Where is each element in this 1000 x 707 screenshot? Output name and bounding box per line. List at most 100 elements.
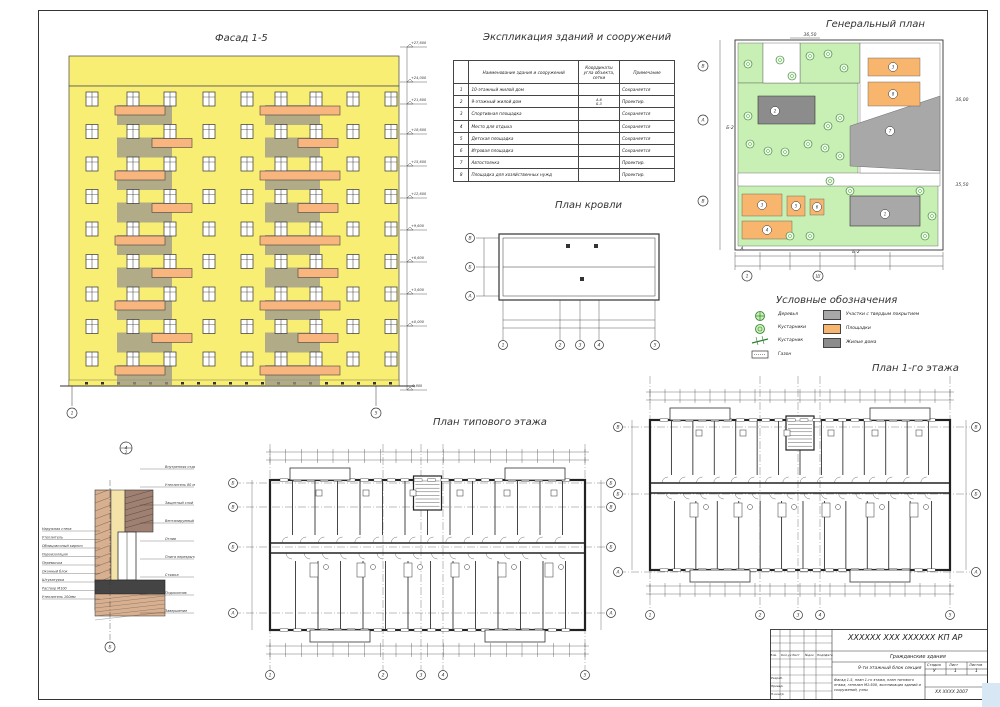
callout-right: Плита перекрытия	[165, 555, 195, 559]
door-swing	[445, 536, 452, 544]
tree-icon	[745, 139, 755, 149]
door-swing	[522, 552, 529, 560]
door-swing	[782, 476, 789, 484]
row-coord: А-6 Б-3	[577, 95, 621, 109]
balcony	[689, 569, 751, 583]
door-swing	[821, 492, 828, 500]
door-swing	[696, 476, 703, 484]
balcony	[869, 407, 931, 421]
door-swing	[427, 536, 434, 544]
bathtub	[821, 502, 831, 518]
axis-label: А	[700, 118, 704, 124]
tree-icon	[839, 63, 849, 73]
stamp-sheet-content: Фасад 1-5, план 1-го этажа, план типовог…	[834, 678, 921, 692]
balcony	[259, 365, 341, 376]
axis-bubble	[815, 610, 825, 620]
toilet	[558, 564, 564, 570]
tree-icon	[823, 49, 833, 59]
door-swing	[449, 552, 456, 560]
axis-bubble	[697, 114, 709, 126]
callout-right: Отлив	[165, 537, 176, 541]
door-swing	[665, 492, 673, 500]
tree-core	[766, 149, 770, 153]
row-coord	[577, 143, 621, 158]
elevation-mark: 36,00	[956, 97, 969, 103]
axis-label: 4	[598, 343, 601, 349]
door-swing	[540, 552, 547, 560]
stove	[362, 489, 370, 497]
typical-floor-plan-title: План типового этажа	[433, 417, 547, 428]
window	[761, 418, 771, 422]
door-swing	[504, 552, 511, 560]
tree-core	[838, 116, 842, 120]
balcony	[259, 170, 341, 181]
balcony	[151, 333, 193, 343]
axis-label: 5	[584, 673, 587, 679]
axis-bubble	[971, 422, 981, 432]
window	[293, 628, 302, 632]
window	[427, 628, 436, 632]
axis-label: 2	[559, 343, 562, 349]
axis-bubble	[465, 291, 475, 301]
elevation-triangle	[406, 162, 414, 167]
door-swing	[300, 536, 307, 544]
door-swing	[765, 476, 772, 484]
window	[812, 418, 821, 422]
axis-label: В	[701, 64, 704, 70]
roof-plan-title: План кровли	[555, 200, 623, 211]
door-swing	[358, 552, 365, 560]
axis-bubble	[228, 502, 238, 512]
axis-label: Ш	[816, 274, 821, 280]
callout-left: Утеплитель	[42, 536, 63, 540]
axis-bubble	[606, 502, 616, 512]
roof-vent	[566, 244, 570, 248]
door-swing	[304, 552, 311, 560]
row-number: 7	[452, 156, 470, 170]
door-swing	[803, 492, 811, 500]
facade-drawing: +27,600+24,000+21,600+18,600+15,600+12,6…	[60, 41, 427, 419]
callout-right: Внутренняя отделка	[165, 465, 195, 469]
object-number-marker	[888, 89, 898, 99]
object-number-marker	[888, 62, 898, 72]
elevation-mark: 35,50	[956, 182, 969, 188]
hatch	[124, 507, 154, 517]
elevation-mark: +18,600	[411, 128, 427, 132]
bathtub	[450, 562, 460, 578]
corner-mark	[982, 683, 1000, 707]
tree-icon	[743, 111, 753, 121]
legend-hedge: Кустарник	[778, 338, 804, 343]
tree-icon	[845, 186, 855, 196]
door-swing	[817, 476, 824, 484]
axis-bubble	[498, 340, 508, 350]
hatch	[124, 519, 154, 529]
hatch	[94, 544, 112, 552]
axis-label: В	[609, 505, 612, 511]
axis-bubble	[613, 422, 623, 432]
stamp-header-sheets: Листов	[969, 663, 983, 667]
vent-hole	[357, 382, 360, 385]
tree-icon	[823, 121, 833, 131]
balcony	[114, 105, 166, 116]
callout-left: Пароизоляция	[42, 553, 68, 557]
legend-title: Условные обозначения	[776, 295, 898, 306]
vent-hole	[85, 382, 88, 385]
callout-right: Вентилируемый зазор	[165, 519, 195, 523]
window	[547, 628, 557, 632]
stamp-code: ХХХХХХ ХХХ ХХХХХХ КП АР	[848, 633, 963, 642]
object-number-marker	[812, 202, 822, 212]
balcony	[114, 365, 166, 376]
hatch	[94, 607, 166, 617]
stamp-value-sheets: 1	[975, 669, 978, 674]
hatch	[124, 495, 154, 505]
toilet	[417, 564, 423, 570]
elevation-mark: +9,600	[411, 224, 425, 228]
elevation-mark: +12,600	[411, 192, 427, 196]
axis-bubble	[465, 262, 475, 272]
tree-icon	[780, 147, 790, 157]
axis-bubble	[613, 567, 623, 577]
lawn-icon	[751, 350, 769, 359]
window	[799, 568, 809, 572]
elevation-triangle	[406, 194, 414, 199]
axis-label: 3	[579, 343, 582, 349]
